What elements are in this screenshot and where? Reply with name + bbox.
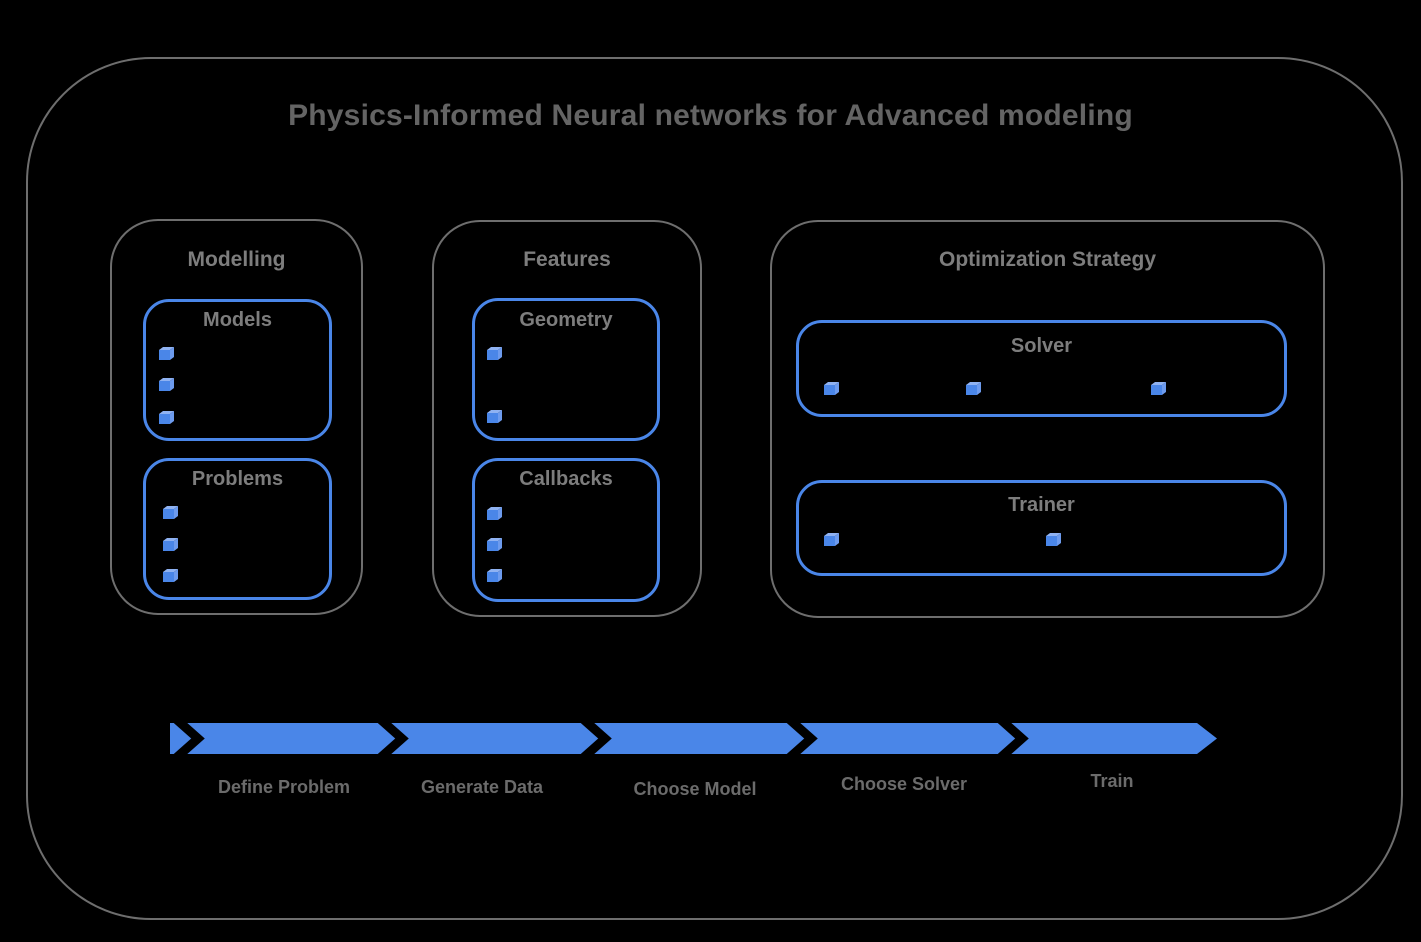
cube-icon [1046,533,1061,546]
pipeline-step-label-generate-data: Generate Data [420,777,544,797]
cube-icon [824,533,839,546]
pipeline-step-label-choose-solver: Choose Solver [840,774,968,794]
cube-icon [163,506,178,519]
group-features-title: Features [523,248,611,271]
box-trainer [796,480,1287,576]
box-geometry-title: Geometry [519,309,613,331]
cube-icon [1151,382,1166,395]
box-models [143,299,332,441]
box-solver-title: Solver [1010,335,1073,357]
box-problems-title: Problems [191,468,284,490]
cube-icon [159,347,174,360]
diagram-outer-frame [26,57,1403,920]
group-features [432,220,702,617]
box-models-title: Models [203,309,272,331]
cube-icon [966,382,981,395]
cube-icon [487,538,502,551]
box-geometry [472,298,660,441]
cube-icon [487,569,502,582]
group-modelling [110,219,363,615]
box-callbacks [472,458,660,602]
cube-icon [487,347,502,360]
pipeline-step-label-choose-model: Choose Model [633,779,757,799]
cube-icon [163,538,178,551]
box-problems [143,458,332,600]
pipeline-arrow [170,716,1217,762]
group-modelling-title: Modelling [187,248,286,271]
pipeline-step-label-train: Train [1090,771,1134,791]
cube-icon [824,382,839,395]
group-optimization-strategy [770,220,1325,618]
cube-icon [163,569,178,582]
cube-icon [159,378,174,391]
pipeline-step-label-define-problem: Define Problem [217,777,351,797]
cube-icon [487,410,502,423]
diagram-title: Physics-Informed Neural networks for Adv… [288,99,1133,132]
box-trainer-title: Trainer [1008,494,1075,516]
group-optimization-strategy-title: Optimization Strategy [938,248,1157,271]
box-solver [796,320,1287,417]
cube-icon [487,507,502,520]
box-callbacks-title: Callbacks [519,468,613,490]
cube-icon [159,411,174,424]
